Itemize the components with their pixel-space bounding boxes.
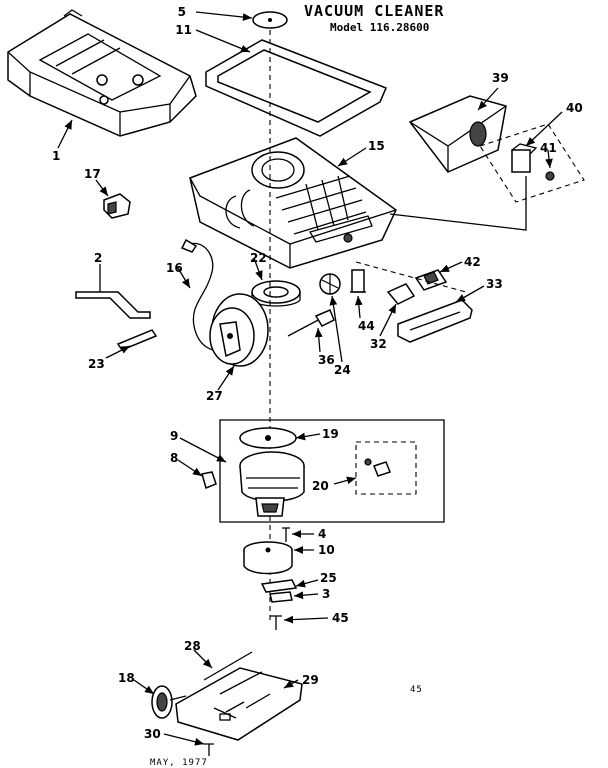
- part-45-screw: [270, 615, 282, 630]
- part-15-housing: [189, 137, 397, 269]
- label-part-40: 40: [566, 101, 583, 115]
- label-part-11: 11: [175, 23, 192, 37]
- part-29-base-plate: [175, 667, 303, 741]
- part-17-clip: [103, 193, 131, 219]
- part-25-plate: [260, 579, 298, 593]
- label-part-5: 5: [178, 5, 186, 19]
- part-27-motor-cover: [209, 293, 269, 367]
- label-part-20: 20: [312, 479, 329, 493]
- label-part-8: 8: [170, 451, 178, 465]
- label-part-36: 36: [318, 353, 335, 367]
- label-part-9: 9: [170, 429, 178, 443]
- part-22-ring: [251, 280, 301, 307]
- handle-axis-line: [355, 261, 467, 293]
- label-part-1: 1: [52, 149, 60, 163]
- label-part-28: 28: [184, 639, 201, 653]
- part-36-probe: [287, 309, 335, 337]
- part-4-screw: [282, 527, 290, 542]
- label-part-33: 33: [486, 277, 503, 291]
- label-part-15: 15: [368, 139, 385, 153]
- label-part-32: 32: [370, 337, 387, 351]
- label-part-45: 45: [332, 611, 349, 625]
- part-11-gasket: [205, 39, 387, 137]
- part-44-knob: [350, 269, 366, 293]
- label-part-25: 25: [320, 571, 337, 585]
- part-5-disk: [252, 11, 288, 29]
- leader-lines: [57, 11, 563, 746]
- part-30-screw: [204, 743, 214, 756]
- part-20-brush-holder: [355, 441, 417, 495]
- page-number: 45: [410, 685, 423, 695]
- part-8-spring: [201, 471, 217, 490]
- part-40-latch-box: [479, 123, 585, 203]
- label-part-41: 41: [540, 141, 557, 155]
- part-2-bracket: [75, 291, 151, 319]
- label-part-17: 17: [84, 167, 101, 181]
- part-16-cord: [180, 238, 229, 353]
- part-3-clip: [269, 591, 293, 603]
- label-part-10: 10: [318, 543, 335, 557]
- diagram-title: VACUUM CLEANER: [304, 2, 444, 20]
- diagram-date: MAY, 1977: [150, 758, 208, 768]
- part-33-handle: [397, 299, 473, 343]
- label-part-42: 42: [464, 255, 481, 269]
- label-part-4: 4: [318, 527, 326, 541]
- label-part-29: 29: [302, 673, 319, 687]
- label-part-27: 27: [206, 389, 223, 403]
- label-part-22: 22: [250, 251, 267, 265]
- model-number: Model 116.28600: [330, 21, 429, 34]
- label-part-3: 3: [322, 587, 330, 601]
- label-part-30: 30: [144, 727, 161, 741]
- label-part-16: 16: [166, 261, 183, 275]
- part-10-end-cap: [243, 541, 293, 575]
- part-39-bag-holder: [408, 95, 507, 173]
- part-9-motor-assembly: [219, 419, 445, 523]
- part-labels: 5 11 1 39 40 41 15 17 2 16 22 42 33 44 3…: [52, 5, 583, 741]
- label-part-39: 39: [492, 71, 509, 85]
- part-32-switch: [386, 283, 416, 305]
- part-24-fan: [319, 273, 341, 295]
- label-part-44: 44: [358, 319, 375, 333]
- label-part-19: 19: [322, 427, 339, 441]
- label-part-2: 2: [94, 251, 102, 265]
- label-part-23: 23: [88, 357, 105, 371]
- label-part-18: 18: [118, 671, 135, 685]
- part-18-wheel: [151, 685, 187, 719]
- label-part-24: 24: [334, 363, 351, 377]
- part-1-top-cover: [7, 9, 197, 137]
- part-28-wire: [203, 651, 253, 681]
- part-23-pad: [116, 329, 158, 351]
